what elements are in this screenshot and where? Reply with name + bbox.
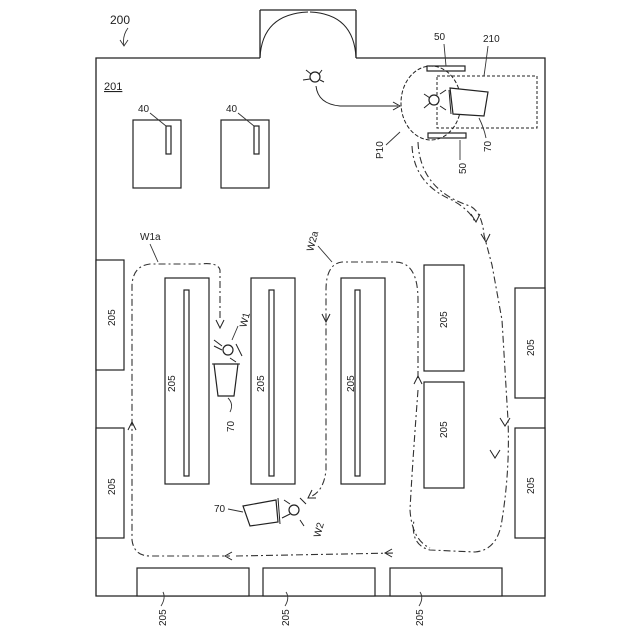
worker-w1-leader (232, 326, 238, 340)
shelf-205-wall-right-1-label: 205 (526, 339, 537, 356)
shelf-205-right-2-label: 205 (439, 421, 450, 438)
fixture-40-right-label: 40 (226, 104, 238, 115)
route-w1a-label: W1a (140, 232, 161, 243)
shelf-205-right-1-label: 205 (439, 311, 450, 328)
shelf-205-left-1-label: 205 (107, 309, 118, 326)
worker-checkout (424, 90, 446, 110)
route-w1a-arrow-down (216, 320, 224, 328)
route-arrow-b (481, 234, 490, 242)
entrance-right-swing (310, 12, 356, 58)
route-w2a-label: W2a (305, 230, 321, 253)
area-ref-label: 201 (104, 81, 122, 93)
shelf-205-bottom-2 (263, 568, 375, 596)
gate-50-bottom (428, 133, 466, 138)
shelf-205-center-2-inner (269, 290, 274, 476)
worker-entering (303, 70, 324, 82)
cart-70-checkout (450, 88, 488, 116)
gate-50-top-label: 50 (434, 32, 446, 43)
cart-70-w1-label: 70 (226, 420, 237, 432)
shelf-205-bottom-3 (390, 568, 502, 596)
gate-50-top (427, 66, 465, 71)
shelf-205-center-2-label: 205 (256, 375, 267, 392)
cart-70-checkout-label: 70 (483, 140, 494, 152)
fixture-40-right (221, 120, 269, 188)
shelf-205-wall-right-2-label: 205 (526, 477, 537, 494)
worker-w2 (282, 498, 306, 526)
shelf-205-left-2-label: 205 (107, 478, 118, 495)
cart-70-w1 (214, 364, 238, 396)
entering-path (316, 86, 398, 106)
fixture-40-left-label: 40 (138, 104, 150, 115)
worker-w1 (214, 340, 242, 362)
worker-w2-label: W2 (312, 521, 327, 539)
shelf-205-bottom-1 (137, 568, 249, 596)
cart-70-w2-leader (228, 509, 243, 512)
gate-50-bottom-label: 50 (458, 162, 469, 174)
shelf-205-center-3-label: 205 (346, 375, 357, 392)
route-bottom (236, 553, 396, 556)
shelf-205-bottom-2-label: 205 (281, 609, 292, 626)
route-w2a-leader (318, 246, 332, 262)
entrance-left-swing (260, 12, 308, 58)
figure-ref-label: 200 (110, 13, 130, 27)
shelf-205-bottom-3-label: 205 (415, 609, 426, 626)
zone-210-leader (484, 46, 488, 76)
cart-70-w1-leader (228, 398, 232, 412)
shelf-205-center-1-inner (184, 290, 189, 476)
cart-70-w2-label: 70 (214, 504, 226, 515)
zone-210-label: 210 (483, 34, 500, 45)
fixture-40-left-slot (166, 126, 171, 154)
point-p10-leader (386, 132, 400, 145)
shelf-205-center-1-label: 205 (167, 375, 178, 392)
route-w1a-leader (150, 244, 158, 262)
point-p10-label: P10 (375, 141, 386, 159)
gate-50-top-leader (444, 44, 446, 66)
route-arrow-d (490, 450, 500, 458)
cart-70-w2 (243, 500, 278, 526)
fixture-40-right-slot (254, 126, 259, 154)
fixture-40-left (133, 120, 181, 188)
route-checkout-inner (412, 146, 475, 222)
shelf-205-bottom-1-label: 205 (158, 609, 169, 626)
